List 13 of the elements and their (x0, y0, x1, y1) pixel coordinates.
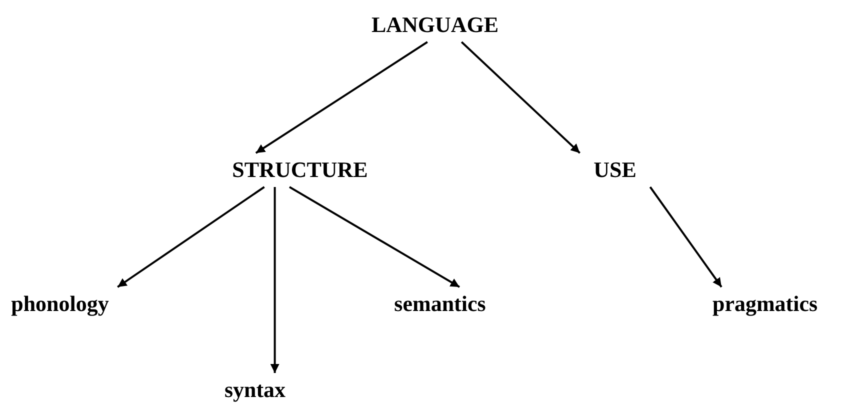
arrow (649, 186, 722, 288)
node-label: STRUCTURE (232, 159, 368, 181)
arrow (255, 41, 428, 154)
node-label: LANGUAGE (371, 14, 499, 36)
node-label: semantics (394, 293, 486, 315)
arrow (117, 186, 265, 288)
arrow (270, 187, 280, 373)
arrow (289, 186, 460, 288)
node-label: phonology (11, 293, 109, 315)
arrow (460, 41, 580, 154)
node-label: pragmatics (712, 293, 818, 315)
node-label: syntax (224, 379, 286, 401)
node-label: USE (594, 159, 636, 181)
